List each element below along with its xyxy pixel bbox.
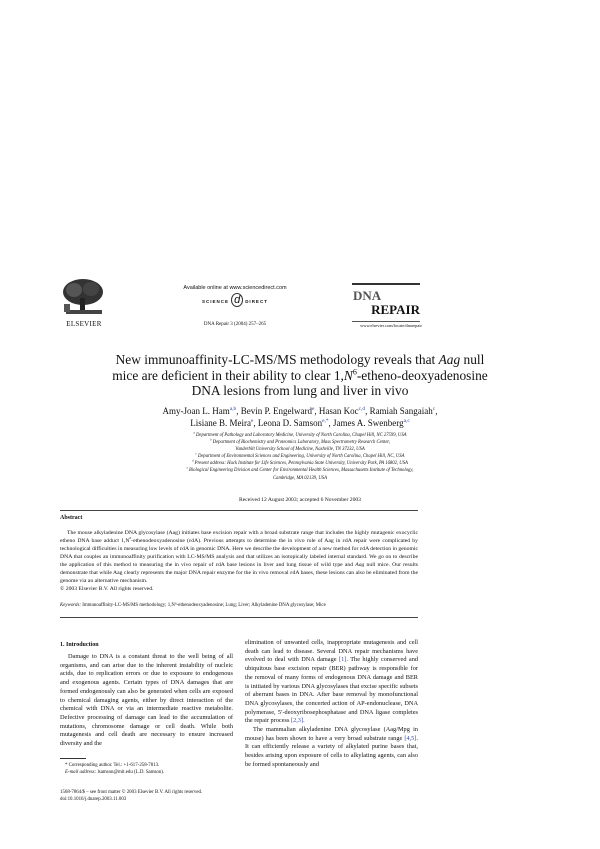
author: Amy-Joan L. Hama,b [162, 406, 237, 416]
affiliation: b Department of Biochemistry and Proteom… [210, 437, 390, 446]
citation-link[interactable]: [1] [338, 656, 347, 664]
affiliation: Vanderbilt University School of Medicine… [235, 447, 365, 453]
affiliation: Cambridge, MA 02139, USA [273, 475, 327, 481]
doi[interactable]: doi:10.1016/j.dnarep.2003.11.003 [60, 797, 127, 802]
issn-doi: 1568-7864/$ – see front matter © 2003 El… [60, 789, 238, 803]
keywords: Keywords: Immunoaffinity-LC-MS/MS method… [60, 603, 418, 608]
email-link[interactable]: lsamson@mit.edu (L.D. Samson). [97, 770, 165, 775]
divider [60, 617, 418, 618]
affiliations: a Department of Pathology and Laboratory… [60, 430, 540, 482]
paragraph: The mammalian alkyladenine DNA glycosyla… [245, 726, 418, 768]
author: Bevin P. Engelwarde [240, 406, 315, 416]
title-sup: 6 [352, 367, 357, 377]
journal-logo: DNA REPAIR [352, 283, 420, 322]
abstract-text: The mouse alkyladenine DNA glycosylase (… [60, 530, 418, 592]
section-heading: 1. Introduction [60, 642, 99, 648]
author: Ramiah Sangaiahc [369, 406, 436, 416]
abstract-heading: Abstract [60, 515, 83, 521]
author: Leona D. Samsone,* [257, 418, 329, 428]
keywords-text: Immunoaffinity-LC-MS/MS methodology; 1,N… [82, 603, 326, 608]
title-text: New immunoaffinity-LC-MS/MS methodology … [115, 352, 439, 367]
author: James A. Swenberga,c [333, 418, 410, 428]
author: Hasan Kocc,d [318, 406, 366, 416]
footnote-divider [60, 758, 86, 759]
affiliation: e Biological Engineering Division and Ce… [186, 465, 414, 474]
title-italic: Aag [438, 352, 461, 367]
affiliation: d Present address: Huck Institute for Li… [192, 458, 408, 467]
sd-science: SCIENCE [202, 299, 230, 304]
author: Lisiane B. Meirae [190, 418, 254, 428]
issn: 1568-7864/$ – see front matter © 2003 El… [60, 790, 203, 795]
corresponding-author: * Corresponding author. Tel.: +1-617-258… [65, 763, 160, 768]
author-list: Amy-Joan L. Hama,b, Bevin P. Engelwarde,… [162, 406, 438, 428]
keywords-label: Keywords: [60, 603, 82, 608]
affiliation: a Department of Pathology and Laboratory… [193, 430, 407, 438]
journal-url[interactable]: www.elsevier.com/locate/dnarepair [360, 323, 422, 328]
available-online: Available online at www.sciencedirect.co… [183, 285, 287, 291]
title-text: mice are deficient in their ability to c… [112, 367, 344, 383]
divider [60, 510, 418, 511]
citation-link[interactable]: [4,5] [404, 734, 417, 742]
elsevier-tree-logo [60, 278, 106, 318]
affiliation: c Department of Environmental Sciences a… [195, 451, 405, 460]
left-column: Damage to DNA is a constant threat to th… [60, 653, 233, 749]
paragraph: elimination of unwanted cells, inappropr… [245, 639, 418, 725]
right-column: elimination of unwanted cells, inappropr… [245, 639, 418, 770]
citation-link[interactable]: [2,3] [290, 717, 304, 725]
received-dates: Received 12 August 2003; accepted 6 Nove… [239, 497, 361, 503]
title-text: -etheno-deoxyadenosine [356, 367, 488, 383]
journal-citation: DNA Repair 3 (2004) 257–265 [203, 322, 267, 327]
sd-direct: DIRECT [245, 299, 268, 304]
journal-name-line1: DNA [353, 288, 382, 303]
email-line: E-mail address: lsamson@mit.edu (L.D. Sa… [65, 770, 165, 775]
publisher-name: ELSEVIER [66, 320, 102, 328]
journal-name-line2: REPAIR [371, 302, 420, 317]
title-italic: N [343, 367, 353, 383]
title-line3: DNA lesions from lung and liver in vivo [191, 383, 409, 398]
copyright: © 2003 Elsevier B.V. All rights reserved… [60, 586, 154, 592]
footnotes: * Corresponding author. Tel.: +1-617-258… [60, 762, 235, 776]
sd-d-glyph: d [231, 293, 244, 307]
paragraph: Damage to DNA is a constant threat to th… [60, 653, 233, 748]
title-text: null [460, 352, 485, 367]
paper-title: New immunoaffinity-LC-MS/MS methodology … [60, 352, 540, 399]
